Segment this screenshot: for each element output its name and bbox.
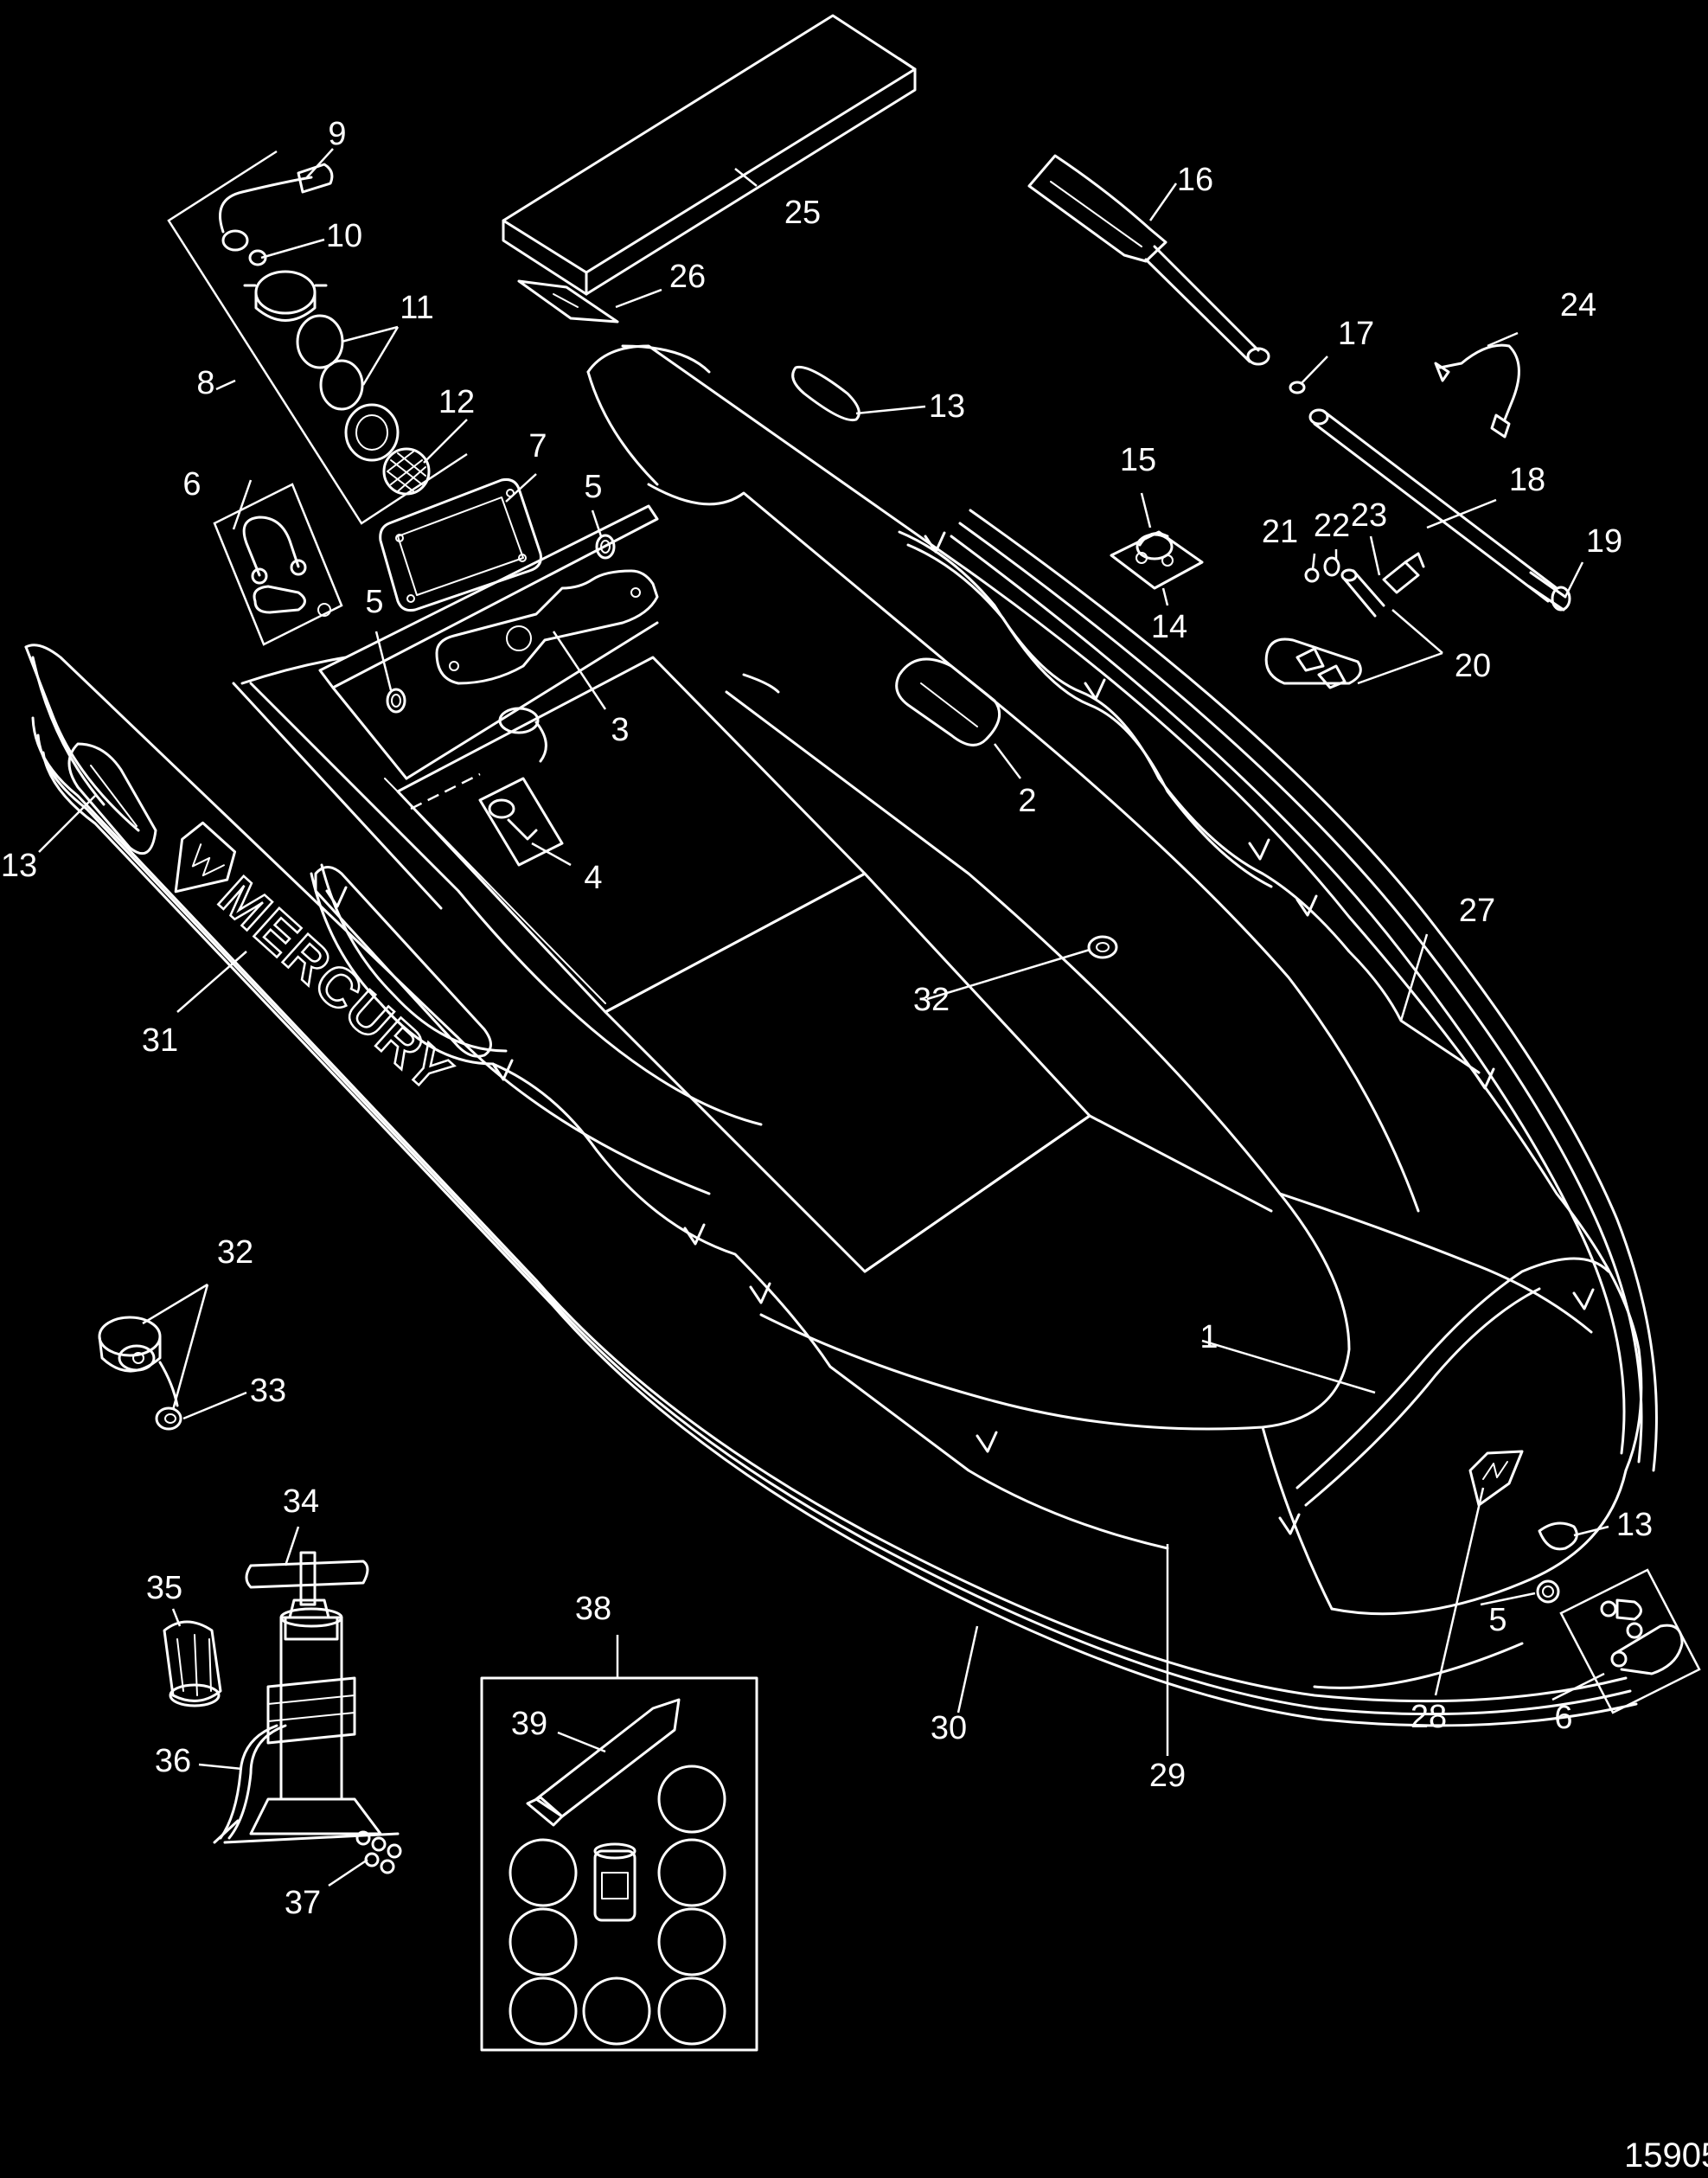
inflatable-boat-hull bbox=[24, 344, 1658, 1727]
oarlock-assembly bbox=[1264, 552, 1425, 689]
callout-35: 35 bbox=[146, 1570, 182, 1606]
oar-blade bbox=[1027, 154, 1270, 366]
callout-20: 20 bbox=[1455, 648, 1491, 684]
callout-39: 39 bbox=[511, 1706, 547, 1742]
callout-38: 38 bbox=[575, 1591, 611, 1627]
callout-12: 12 bbox=[438, 384, 475, 420]
callout-labels: 1 2 3 4 5 5 5 6 6 7 8 9 10 11 12 13 13 1… bbox=[1, 116, 1653, 1921]
callout-2: 2 bbox=[1018, 783, 1036, 819]
callout-25: 25 bbox=[784, 195, 821, 231]
callout-28: 28 bbox=[1411, 1699, 1447, 1735]
callout-32: 32 bbox=[217, 1234, 253, 1271]
callout-17: 17 bbox=[1338, 316, 1374, 352]
inflation-valve-detail bbox=[98, 1316, 182, 1431]
callout-32: 32 bbox=[913, 982, 950, 1018]
callout-4: 4 bbox=[584, 860, 602, 896]
callout-8: 8 bbox=[196, 365, 214, 401]
seat-bench bbox=[502, 14, 917, 296]
d-ring-5-lower bbox=[1536, 1579, 1560, 1604]
callout-13: 13 bbox=[1616, 1507, 1653, 1543]
callout-34: 34 bbox=[283, 1483, 319, 1520]
callout-36: 36 bbox=[155, 1743, 191, 1779]
oar-shaft bbox=[1308, 408, 1571, 612]
callout-37: 37 bbox=[285, 1885, 321, 1921]
oar-connector bbox=[1289, 381, 1306, 394]
callout-7: 7 bbox=[528, 428, 547, 464]
repair-kit bbox=[480, 1676, 758, 2052]
callout-10: 10 bbox=[326, 218, 362, 254]
callout-33: 33 bbox=[250, 1373, 286, 1409]
callout-29: 29 bbox=[1149, 1758, 1186, 1794]
callout-11: 11 bbox=[400, 290, 433, 326]
d-ring-5-right bbox=[595, 534, 616, 560]
inspection-port-assembly bbox=[167, 150, 468, 525]
callout-14: 14 bbox=[1151, 609, 1187, 645]
transom-plate bbox=[435, 569, 659, 685]
callout-13: 13 bbox=[929, 388, 965, 425]
callout-5: 5 bbox=[584, 469, 602, 505]
callout-26: 26 bbox=[669, 259, 706, 295]
foot-pump bbox=[213, 1551, 402, 1874]
callout-27: 27 bbox=[1459, 893, 1495, 929]
callout-24: 24 bbox=[1560, 287, 1596, 323]
callout-5: 5 bbox=[1488, 1602, 1506, 1638]
mercury-logo: MERCURY bbox=[174, 821, 465, 1106]
oarlock-cord bbox=[1434, 343, 1520, 439]
pump-cap bbox=[163, 1620, 222, 1707]
callout-13: 13 bbox=[1, 848, 37, 884]
callout-19: 19 bbox=[1586, 523, 1622, 560]
callout-18: 18 bbox=[1509, 462, 1545, 498]
leader-lines bbox=[38, 148, 1609, 1887]
u-bolt-kit-upper bbox=[213, 483, 343, 646]
seat-bracket bbox=[517, 279, 619, 323]
callout-6: 6 bbox=[1554, 1700, 1572, 1736]
callout-3: 3 bbox=[611, 712, 629, 748]
callout-30: 30 bbox=[931, 1710, 967, 1746]
callout-31: 31 bbox=[142, 1022, 178, 1059]
callout-15: 15 bbox=[1120, 442, 1156, 478]
callout-1: 1 bbox=[1199, 1319, 1218, 1355]
transom-cover-plate bbox=[379, 478, 542, 612]
callout-9: 9 bbox=[328, 116, 346, 152]
callout-21: 21 bbox=[1262, 514, 1298, 550]
callout-5: 5 bbox=[365, 584, 383, 620]
drain-plug bbox=[410, 772, 564, 867]
oarlock-pad bbox=[1110, 530, 1204, 590]
callout-22: 22 bbox=[1314, 508, 1350, 544]
callout-23: 23 bbox=[1351, 497, 1387, 534]
d-ring-5-left bbox=[386, 688, 406, 714]
u-bolt-kit-lower bbox=[1559, 1568, 1701, 1714]
callout-16: 16 bbox=[1177, 162, 1213, 198]
callout-6: 6 bbox=[182, 466, 201, 503]
figure-number: 15905 bbox=[1624, 2136, 1708, 2175]
